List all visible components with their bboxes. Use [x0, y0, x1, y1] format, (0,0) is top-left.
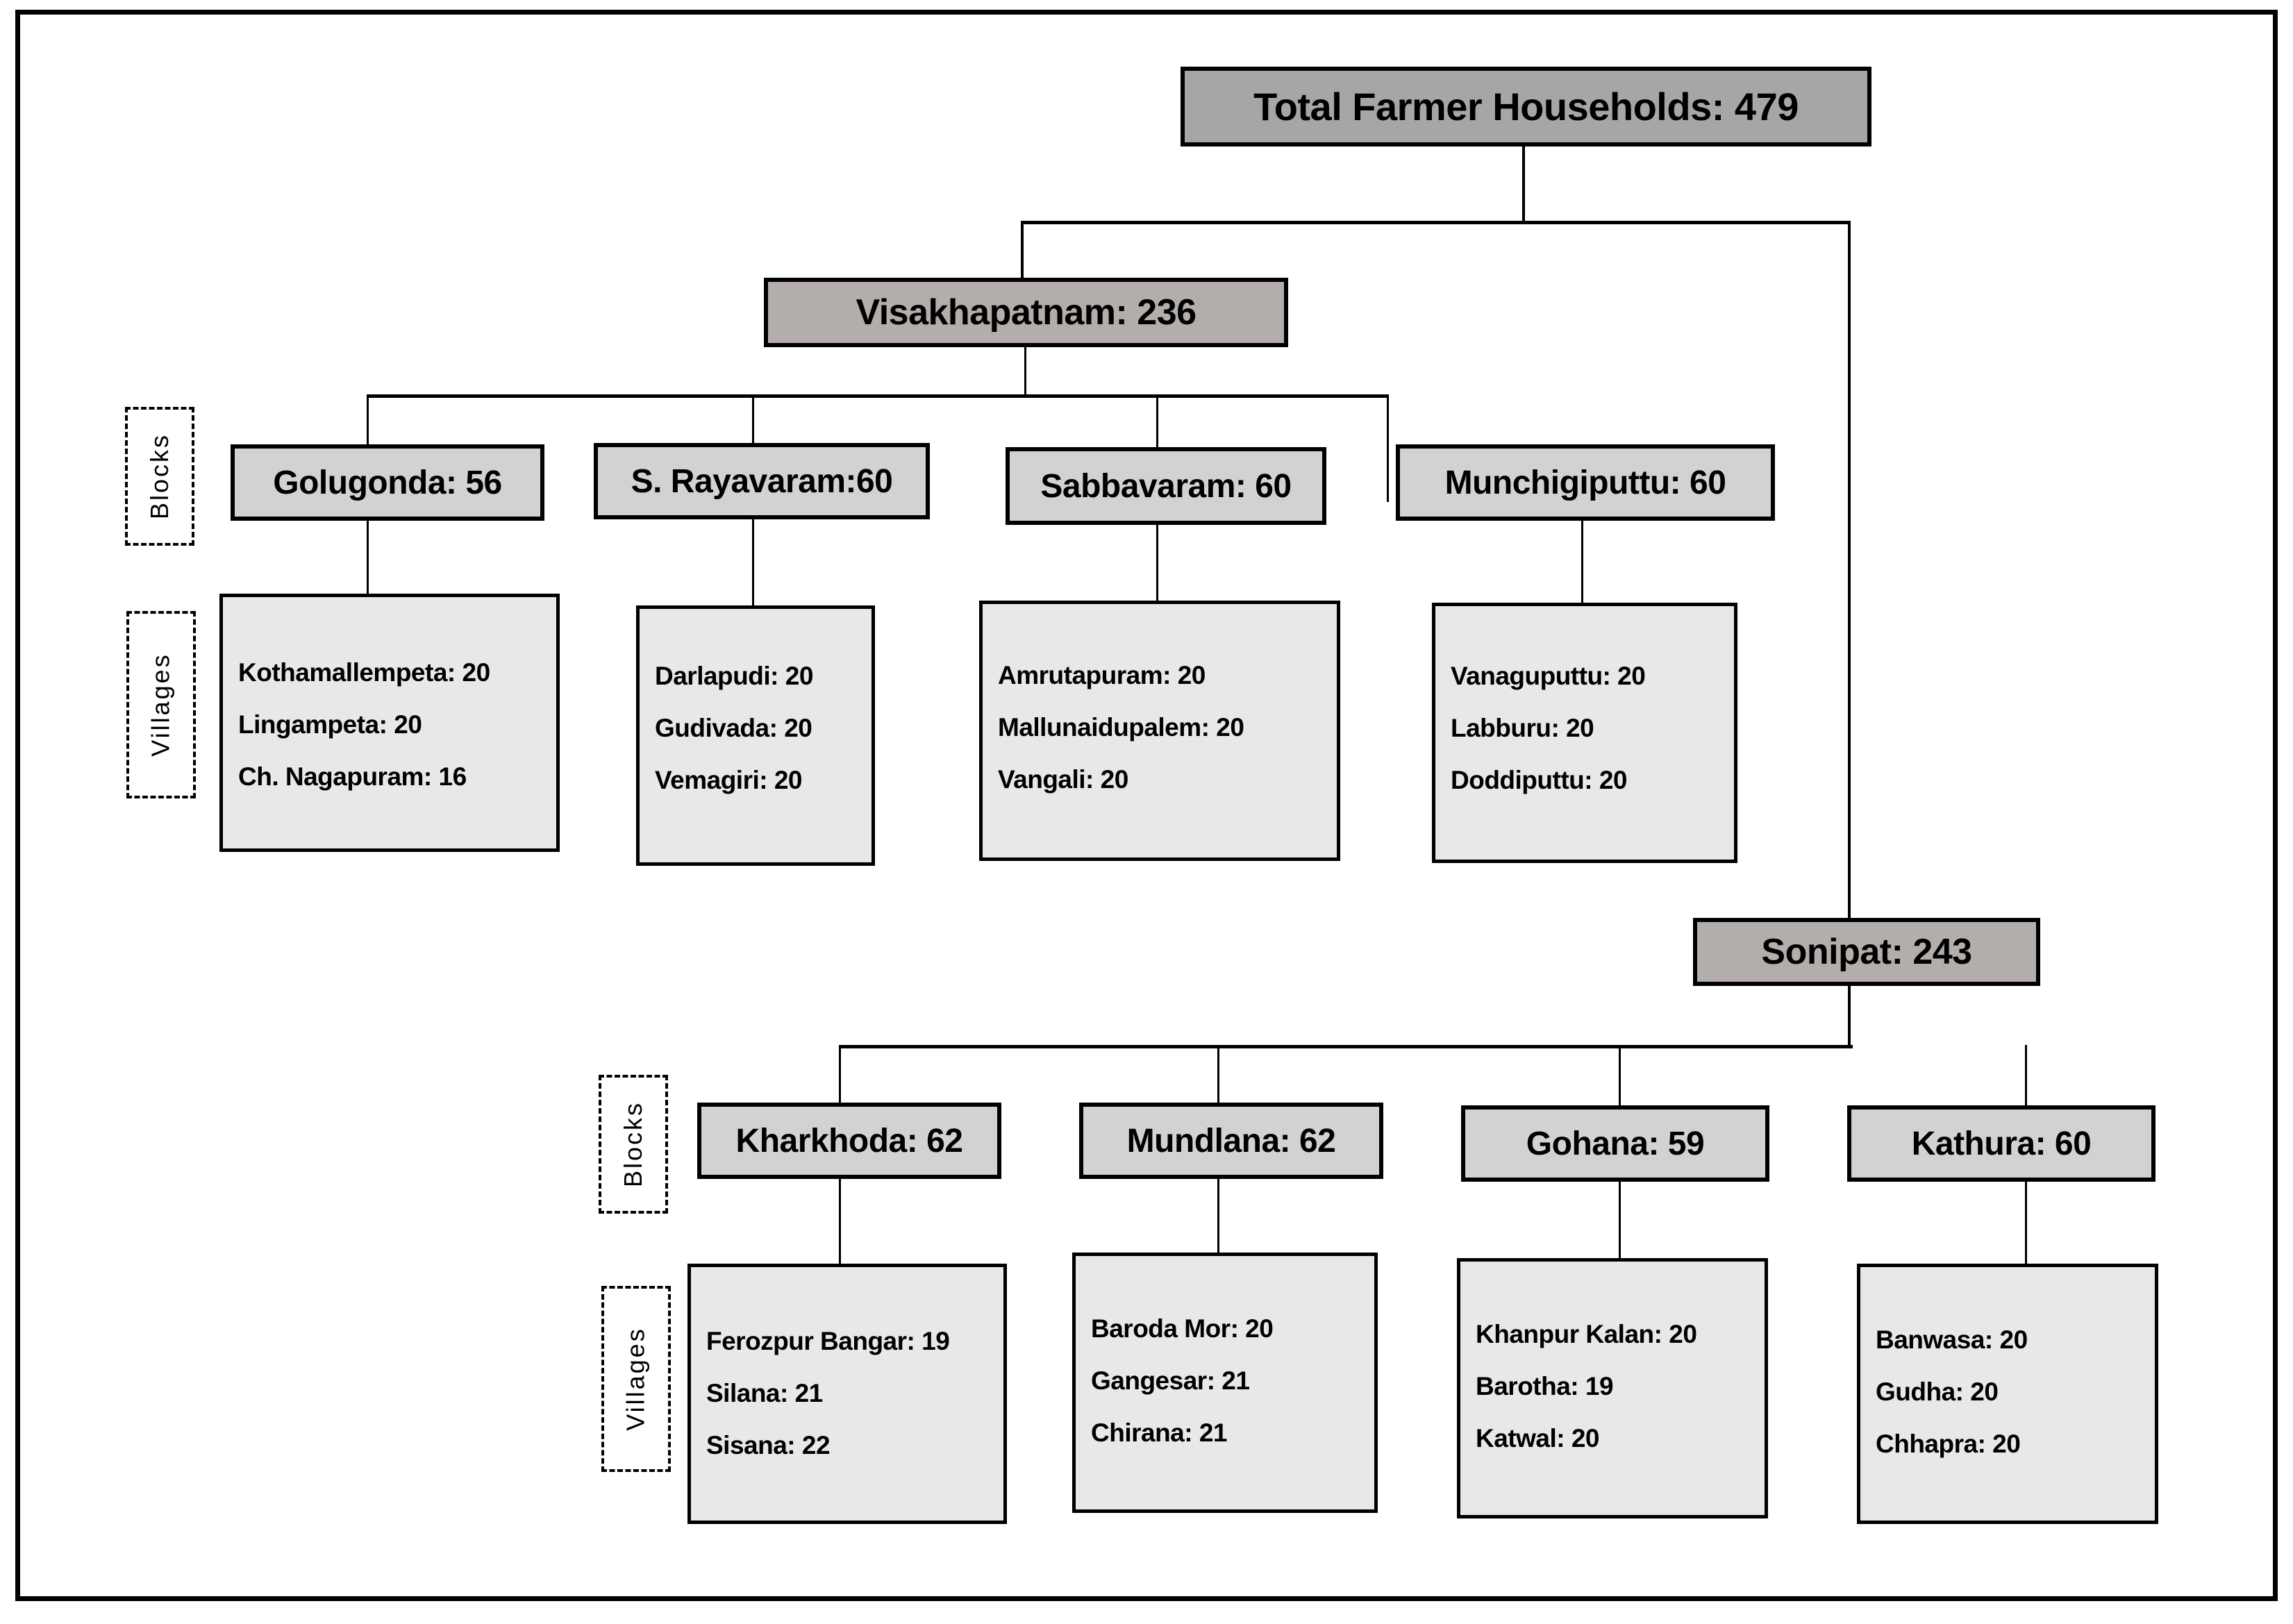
connector-munchigiputtu-to-villages — [1581, 521, 1583, 604]
node-block-s-rayavaram[interactable]: S. Rayavaram:60 — [594, 443, 930, 519]
node-villages-kharkhoda[interactable]: Ferozpur Bangar: 19 Silana: 21 Sisana: 2… — [687, 1264, 1007, 1524]
village-item: Banwasa: 20 — [1876, 1325, 2028, 1354]
node-block-sabbavaram-label: Sabbavaram: 60 — [1040, 467, 1292, 505]
village-item: Doddiputtu: 20 — [1451, 766, 1628, 794]
village-item: Vanaguputtu: 20 — [1451, 662, 1646, 690]
connector-root-stem — [1522, 147, 1525, 223]
node-block-s-rayavaram-label: S. Rayavaram:60 — [631, 462, 893, 500]
node-district-visakhapatnam-label: Visakhapatnam: 236 — [856, 292, 1196, 333]
node-block-munchigiputtu-label: Munchigiputtu: 60 — [1444, 464, 1726, 501]
node-block-mundlana-label: Mundlana: 62 — [1126, 1122, 1336, 1160]
node-root-total-farmer-households[interactable]: Total Farmer Households: 479 — [1181, 67, 1871, 147]
village-item: Lingampeta: 20 — [238, 710, 422, 739]
connector-gohana-to-villages — [1619, 1182, 1621, 1264]
village-list-sabbavaram: Amrutapuram: 20 Mallunaidupalem: 20 Vang… — [998, 662, 1330, 792]
village-list-mundlana: Baroda Mor: 20 Gangesar: 21 Chirana: 21 — [1091, 1316, 1367, 1446]
village-item: Gudha: 20 — [1876, 1378, 1999, 1406]
side-label-villages-text: Villages — [622, 1327, 651, 1431]
connector-sonipat-stem — [1848, 986, 1851, 1048]
connector-s-rayavaram-to-villages — [752, 519, 754, 610]
node-block-kharkhoda-label: Kharkhoda: 62 — [735, 1122, 963, 1160]
village-list-kharkhoda: Ferozpur Bangar: 19 Silana: 21 Sisana: 2… — [706, 1328, 997, 1458]
node-block-kharkhoda[interactable]: Kharkhoda: 62 — [697, 1103, 1001, 1179]
village-list-munchigiputtu: Vanaguputtu: 20 Labburu: 20 Doddiputtu: … — [1451, 663, 1727, 793]
village-list-kathura: Banwasa: 20 Gudha: 20 Chhapra: 20 — [1876, 1327, 2148, 1457]
node-villages-munchigiputtu[interactable]: Vanaguputtu: 20 Labburu: 20 Doddiputtu: … — [1432, 603, 1737, 863]
node-block-gohana[interactable]: Gohana: 59 — [1461, 1105, 1769, 1182]
node-district-sonipat-label: Sonipat: 243 — [1761, 932, 1972, 972]
node-villages-golugonda[interactable]: Kothamallempeta: 20 Lingampeta: 20 Ch. N… — [219, 594, 560, 852]
village-item: Gangesar: 21 — [1091, 1366, 1250, 1395]
side-label-villages-top: Villages — [126, 611, 196, 798]
connector-visakhapatnam-blocks-bar — [367, 394, 1389, 398]
village-item: Labburu: 20 — [1451, 714, 1594, 742]
node-villages-gohana[interactable]: Khanpur Kalan: 20 Barotha: 19 Katwal: 20 — [1457, 1258, 1768, 1518]
village-item: Ch. Nagapuram: 16 — [238, 762, 467, 791]
node-villages-kathura[interactable]: Banwasa: 20 Gudha: 20 Chhapra: 20 — [1857, 1264, 2158, 1524]
node-block-sabbavaram[interactable]: Sabbavaram: 60 — [1006, 447, 1326, 525]
connector-kathura-to-villages — [2025, 1182, 2027, 1269]
node-villages-sabbavaram[interactable]: Amrutapuram: 20 Mallunaidupalem: 20 Vang… — [979, 601, 1340, 861]
village-list-golugonda: Kothamallempeta: 20 Lingampeta: 20 Ch. N… — [238, 660, 549, 789]
node-block-mundlana[interactable]: Mundlana: 62 — [1079, 1103, 1383, 1179]
node-block-golugonda[interactable]: Golugonda: 56 — [231, 444, 544, 521]
village-item: Sisana: 22 — [706, 1431, 831, 1459]
village-item: Vangali: 20 — [998, 765, 1128, 794]
node-district-visakhapatnam[interactable]: Visakhapatnam: 236 — [764, 278, 1288, 347]
connector-to-block-gohana — [1619, 1045, 1621, 1164]
connector-root-to-visakhapatnam — [1021, 221, 1024, 280]
connector-root-to-sonipat — [1848, 221, 1851, 964]
village-item: Mallunaidupalem: 20 — [998, 713, 1244, 742]
village-item: Katwal: 20 — [1476, 1424, 1600, 1453]
node-district-sonipat[interactable]: Sonipat: 243 — [1693, 918, 2040, 986]
village-item: Baroda Mor: 20 — [1091, 1314, 1274, 1343]
village-item: Khanpur Kalan: 20 — [1476, 1320, 1697, 1348]
village-item: Amrutapuram: 20 — [998, 661, 1206, 689]
connector-mundlana-to-villages — [1217, 1179, 1219, 1259]
village-item: Silana: 21 — [706, 1379, 823, 1407]
node-villages-mundlana[interactable]: Baroda Mor: 20 Gangesar: 21 Chirana: 21 — [1072, 1253, 1378, 1513]
connector-kharkhoda-to-villages — [839, 1179, 841, 1269]
village-item: Barotha: 19 — [1476, 1372, 1614, 1400]
node-block-gohana-label: Gohana: 59 — [1526, 1125, 1705, 1162]
connector-sonipat-blocks-bar — [839, 1045, 1853, 1048]
village-item: Vemagiri: 20 — [655, 766, 803, 794]
village-item: Kothamallempeta: 20 — [238, 658, 490, 687]
node-block-golugonda-label: Golugonda: 56 — [273, 464, 502, 501]
node-root-label: Total Farmer Households: 479 — [1253, 85, 1799, 128]
village-item: Chirana: 21 — [1091, 1418, 1228, 1447]
side-label-blocks-bottom: Blocks — [599, 1075, 668, 1214]
connector-sabbavaram-to-villages — [1156, 525, 1158, 605]
connector-golugonda-to-villages — [367, 521, 369, 597]
side-label-villages-text: Villages — [147, 653, 176, 757]
village-item: Chhapra: 20 — [1876, 1430, 2021, 1458]
node-villages-s-rayavaram[interactable]: Darlapudi: 20 Gudivada: 20 Vemagiri: 20 — [636, 605, 875, 866]
side-label-villages-bottom: Villages — [601, 1286, 671, 1472]
node-block-kathura[interactable]: Kathura: 60 — [1847, 1105, 2156, 1182]
node-block-kathura-label: Kathura: 60 — [1911, 1125, 2092, 1162]
village-item: Ferozpur Bangar: 19 — [706, 1327, 950, 1355]
connector-root-bar — [1021, 221, 1851, 224]
diagram-border — [15, 10, 2278, 1601]
node-block-munchigiputtu[interactable]: Munchigiputtu: 60 — [1396, 444, 1775, 521]
connector-to-block-munchigiputtu — [1387, 394, 1389, 502]
village-item: Darlapudi: 20 — [655, 662, 813, 690]
connector-visakhapatnam-stem — [1024, 347, 1026, 396]
village-list-gohana: Khanpur Kalan: 20 Barotha: 19 Katwal: 20 — [1476, 1321, 1758, 1451]
village-list-s-rayavaram: Darlapudi: 20 Gudivada: 20 Vemagiri: 20 — [655, 663, 865, 793]
village-item: Gudivada: 20 — [655, 714, 812, 742]
side-label-blocks-text: Blocks — [619, 1100, 647, 1188]
side-label-blocks-text: Blocks — [145, 433, 174, 520]
side-label-blocks-top: Blocks — [125, 407, 194, 546]
